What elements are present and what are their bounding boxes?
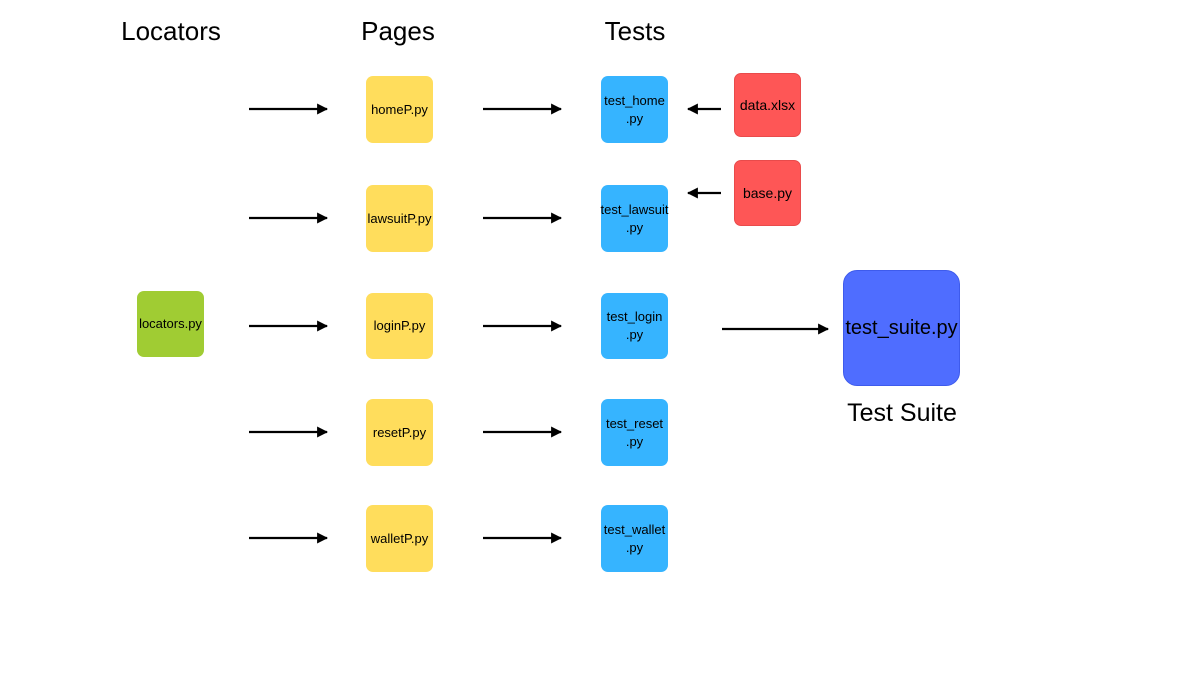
test-box-lawsuit: test_lawsuit .py bbox=[601, 185, 668, 252]
test-suite-file-label: test_suite.py bbox=[845, 317, 958, 339]
page-box-reset: resetP.py bbox=[366, 399, 433, 466]
test-label: test_lawsuit .py bbox=[600, 201, 669, 235]
page-box-home: homeP.py bbox=[366, 76, 433, 143]
page-label: homeP.py bbox=[371, 101, 428, 117]
locators-file-label: locators.py bbox=[139, 316, 202, 331]
test-box-home: test_home .py bbox=[601, 76, 668, 143]
page-box-lawsuit: lawsuitP.py bbox=[366, 185, 433, 252]
base-file-label: base.py bbox=[742, 185, 793, 201]
test-label: test_home .py bbox=[604, 92, 665, 126]
test-label: test_reset .py bbox=[605, 415, 664, 449]
test-label: test_wallet .py bbox=[603, 521, 666, 555]
test-label: test_login .py bbox=[606, 309, 663, 342]
page-label: walletP.py bbox=[370, 530, 429, 546]
data-file-label: data.xlsx bbox=[739, 97, 796, 113]
locators-file-box: locators.py bbox=[137, 291, 204, 357]
header-pages: Pages bbox=[361, 16, 435, 46]
test-suite-box: test_suite.py bbox=[843, 270, 960, 386]
test-box-reset: test_reset .py bbox=[601, 399, 668, 466]
page-box-wallet: walletP.py bbox=[366, 505, 433, 572]
test-suite-caption: Test Suite bbox=[847, 399, 957, 427]
test-box-login: test_login .py bbox=[601, 293, 668, 359]
page-label: loginP.py bbox=[373, 318, 426, 333]
page-box-login: loginP.py bbox=[366, 293, 433, 359]
header-locators: Locators bbox=[121, 16, 221, 46]
test-box-wallet: test_wallet .py bbox=[601, 505, 668, 572]
header-tests: Tests bbox=[604, 16, 666, 46]
page-label: lawsuitP.py bbox=[367, 210, 432, 226]
data-file-box: data.xlsx bbox=[734, 73, 801, 137]
base-file-box: base.py bbox=[734, 160, 801, 226]
page-label: resetP.py bbox=[372, 424, 427, 440]
